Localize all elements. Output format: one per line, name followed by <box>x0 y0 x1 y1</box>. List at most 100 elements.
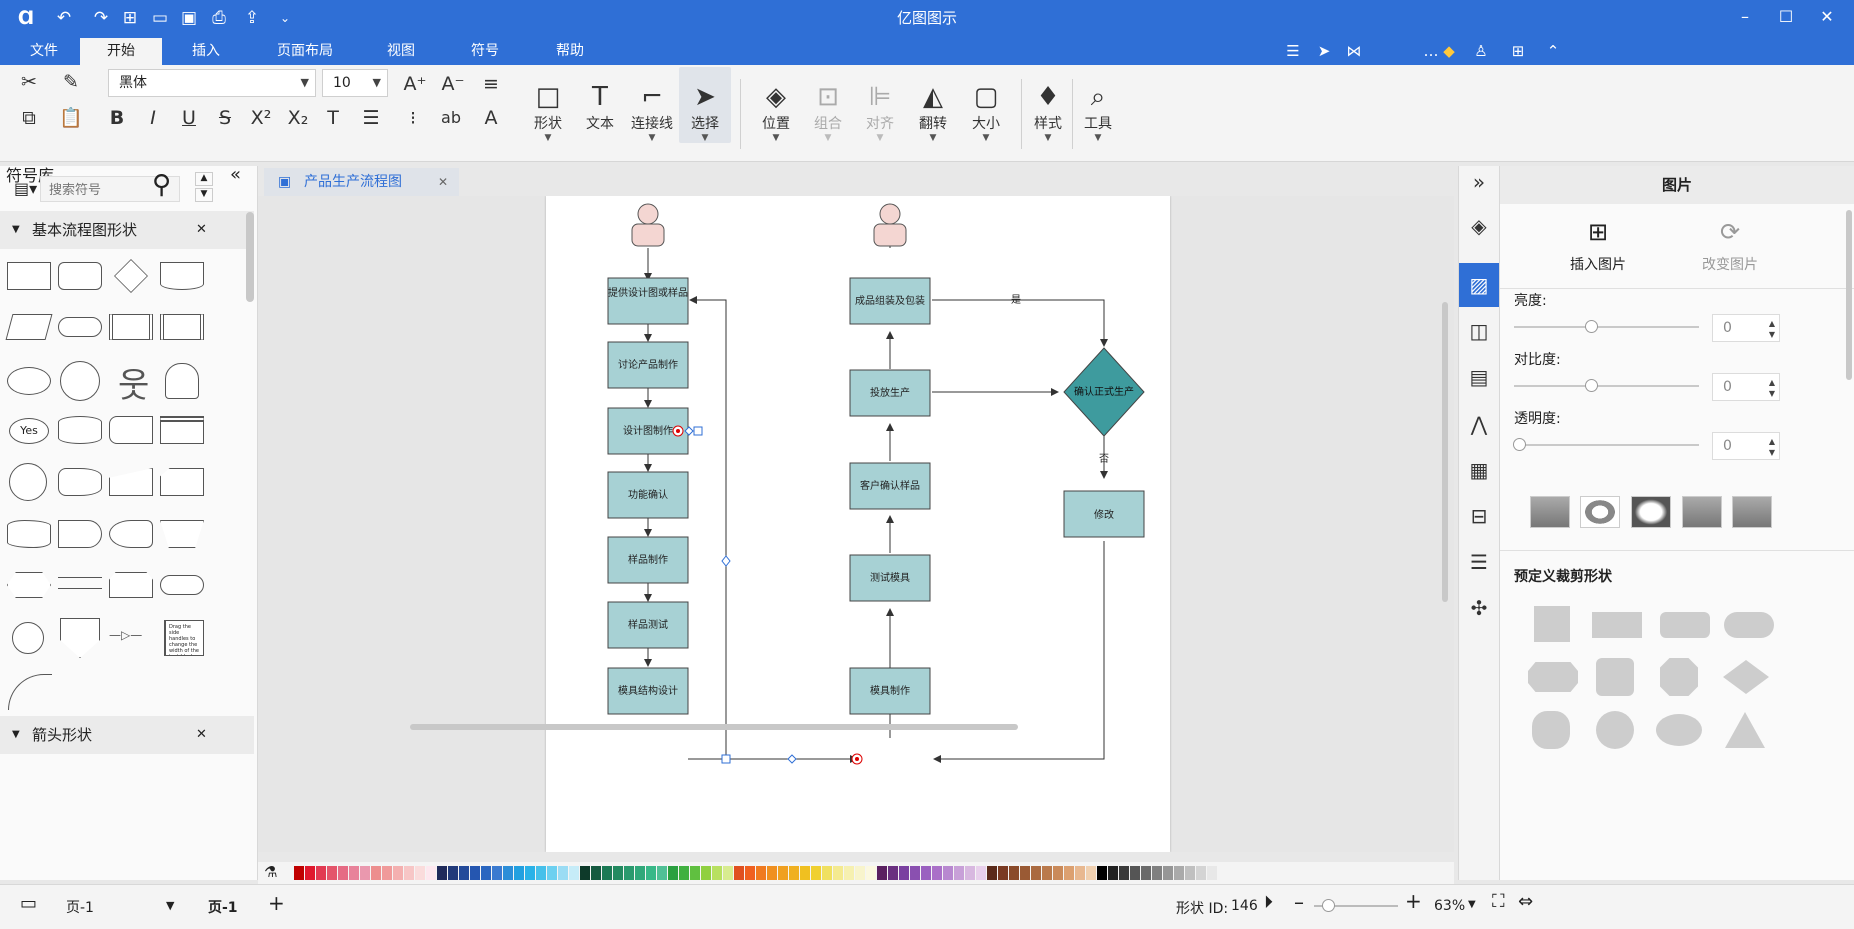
shape-manual-input[interactable] <box>109 468 153 496</box>
crop-rounded-rectangle[interactable] <box>1660 612 1710 638</box>
print-icon[interactable]: ⎙ <box>212 8 226 28</box>
menu-symbols[interactable]: 符号 <box>471 43 499 59</box>
crop-square[interactable] <box>1534 606 1570 642</box>
color-swatch[interactable] <box>756 866 766 880</box>
subscript-icon[interactable]: X₂ <box>287 107 309 129</box>
color-swatch[interactable] <box>371 866 381 880</box>
transparency-slider-knob[interactable] <box>1513 438 1526 451</box>
color-swatch[interactable] <box>800 866 810 880</box>
add-page-icon[interactable]: + <box>268 891 285 915</box>
document-tab[interactable]: ▣ 产品生产流程图 ✕ <box>264 168 459 196</box>
page-tab[interactable]: 页-1 <box>208 900 238 916</box>
crop-rectangle[interactable] <box>1592 612 1642 638</box>
theme-icon[interactable]: ♙ <box>1474 42 1488 60</box>
color-swatch[interactable] <box>393 866 403 880</box>
color-swatch[interactable] <box>327 866 337 880</box>
color-swatch[interactable] <box>712 866 722 880</box>
color-swatch[interactable] <box>316 866 326 880</box>
position-button[interactable]: ◈ 位置 ▼ <box>748 79 804 143</box>
shape-terminator[interactable] <box>58 317 102 337</box>
cut-icon[interactable]: ✂ <box>21 71 37 93</box>
save-icon[interactable]: ▣ <box>180 8 198 28</box>
color-swatch[interactable] <box>976 866 986 880</box>
crop-rounded-square[interactable] <box>1596 658 1634 696</box>
color-swatch[interactable] <box>624 866 634 880</box>
horizontal-scrollbar[interactable] <box>410 724 1018 730</box>
menu-insert[interactable]: 插入 <box>192 43 220 59</box>
crop-triangle[interactable] <box>1725 712 1765 748</box>
size-button[interactable]: ▢ 大小 ▼ <box>958 79 1014 143</box>
font-color-icon[interactable]: A <box>484 107 498 129</box>
color-swatch[interactable] <box>1020 866 1030 880</box>
search-icon[interactable]: ⚲ <box>152 170 172 200</box>
open-folder-icon[interactable]: ▭ <box>151 8 169 28</box>
color-swatch[interactable] <box>1009 866 1019 880</box>
chevron-down-icon[interactable]: ▼ <box>1468 899 1476 910</box>
increase-font-icon[interactable]: A⁺ <box>403 73 427 95</box>
color-swatch[interactable] <box>1119 866 1129 880</box>
shape-database[interactable] <box>58 416 102 444</box>
color-swatch[interactable] <box>1207 866 1217 880</box>
color-swatch[interactable] <box>877 866 887 880</box>
customize-quick-access-icon[interactable]: ⌄ <box>279 11 291 25</box>
shape-yes-ellipse[interactable]: Yes <box>9 418 49 444</box>
library-icon[interactable]: ▤▾ <box>14 179 38 198</box>
shape-decision[interactable] <box>114 259 148 293</box>
color-swatch[interactable] <box>1086 866 1096 880</box>
zoom-out-icon[interactable]: – <box>1294 890 1304 914</box>
color-swatch[interactable] <box>525 866 535 880</box>
style-button[interactable]: ♦ 样式 ▼ <box>1020 79 1076 143</box>
symbol-search-input[interactable] <box>40 176 180 202</box>
color-swatch[interactable] <box>338 866 348 880</box>
transparency-input[interactable]: 0▲▼ <box>1712 432 1780 460</box>
left-panel-scrollbar[interactable] <box>246 212 254 302</box>
color-swatch[interactable] <box>657 866 667 880</box>
vertical-scrollbar[interactable] <box>1442 302 1448 602</box>
color-swatch[interactable] <box>569 866 579 880</box>
shape-predefined-process[interactable] <box>109 314 153 340</box>
color-swatch[interactable] <box>1174 866 1184 880</box>
share-icon[interactable]: ⋈ <box>1346 42 1362 60</box>
image-effect-preset-4[interactable] <box>1682 496 1722 528</box>
color-swatch[interactable] <box>492 866 502 880</box>
canvas-area[interactable]: 提供设计图或样品 讨论产品制作 设计图制作 功能确认 样品制作 样品测试 模具结… <box>258 196 1454 852</box>
color-swatch[interactable] <box>998 866 1008 880</box>
color-swatch[interactable] <box>778 866 788 880</box>
color-swatch[interactable] <box>723 866 733 880</box>
shape-document[interactable] <box>160 262 204 290</box>
select-tool-button[interactable]: ➤ 选择 ▼ <box>679 67 731 143</box>
superscript-icon[interactable]: X² <box>250 107 272 129</box>
decrease-font-icon[interactable]: A⁻ <box>441 73 465 95</box>
crop-diamond[interactable] <box>1723 660 1769 694</box>
color-swatch[interactable] <box>921 866 931 880</box>
group-button[interactable]: ⊡ 组合 ▼ <box>800 79 856 143</box>
color-swatch[interactable] <box>1042 866 1052 880</box>
color-swatch[interactable] <box>536 866 546 880</box>
menu-view[interactable]: 视图 <box>387 43 415 59</box>
align-button[interactable]: ⊫ 对齐 ▼ <box>852 79 908 143</box>
color-swatch[interactable] <box>602 866 612 880</box>
color-swatch[interactable] <box>305 866 315 880</box>
page-list-icon[interactable]: ▭ <box>20 893 38 914</box>
shape-data[interactable] <box>5 314 53 340</box>
brightness-input[interactable]: 0▲▼ <box>1712 314 1780 342</box>
color-swatch[interactable] <box>1152 866 1162 880</box>
undo-icon[interactable]: ↶ <box>56 8 72 28</box>
minimize-button[interactable]: – <box>1741 7 1749 26</box>
color-swatch[interactable] <box>591 866 601 880</box>
more-icon[interactable]: … <box>1423 42 1439 60</box>
shape-rounded-terminator[interactable] <box>160 575 204 595</box>
layers-icon[interactable]: ◫ <box>1469 319 1489 343</box>
table-icon[interactable]: ▦ <box>1469 458 1489 482</box>
color-swatch[interactable] <box>646 866 656 880</box>
shape-small-circle[interactable] <box>12 622 44 654</box>
shape-subprocess[interactable] <box>160 314 204 340</box>
color-swatch[interactable] <box>888 866 898 880</box>
color-swatch[interactable] <box>459 866 469 880</box>
play-icon[interactable]: ⏵ <box>1264 892 1273 913</box>
color-swatch[interactable] <box>833 866 843 880</box>
gantt-icon[interactable]: ☰ <box>1470 550 1488 574</box>
fit-width-icon[interactable]: ⇔ <box>1518 891 1534 912</box>
drawing-page[interactable]: 提供设计图或样品 讨论产品制作 设计图制作 功能确认 样品制作 样品测试 模具结… <box>546 196 1170 852</box>
shape-preparation[interactable] <box>7 572 51 598</box>
